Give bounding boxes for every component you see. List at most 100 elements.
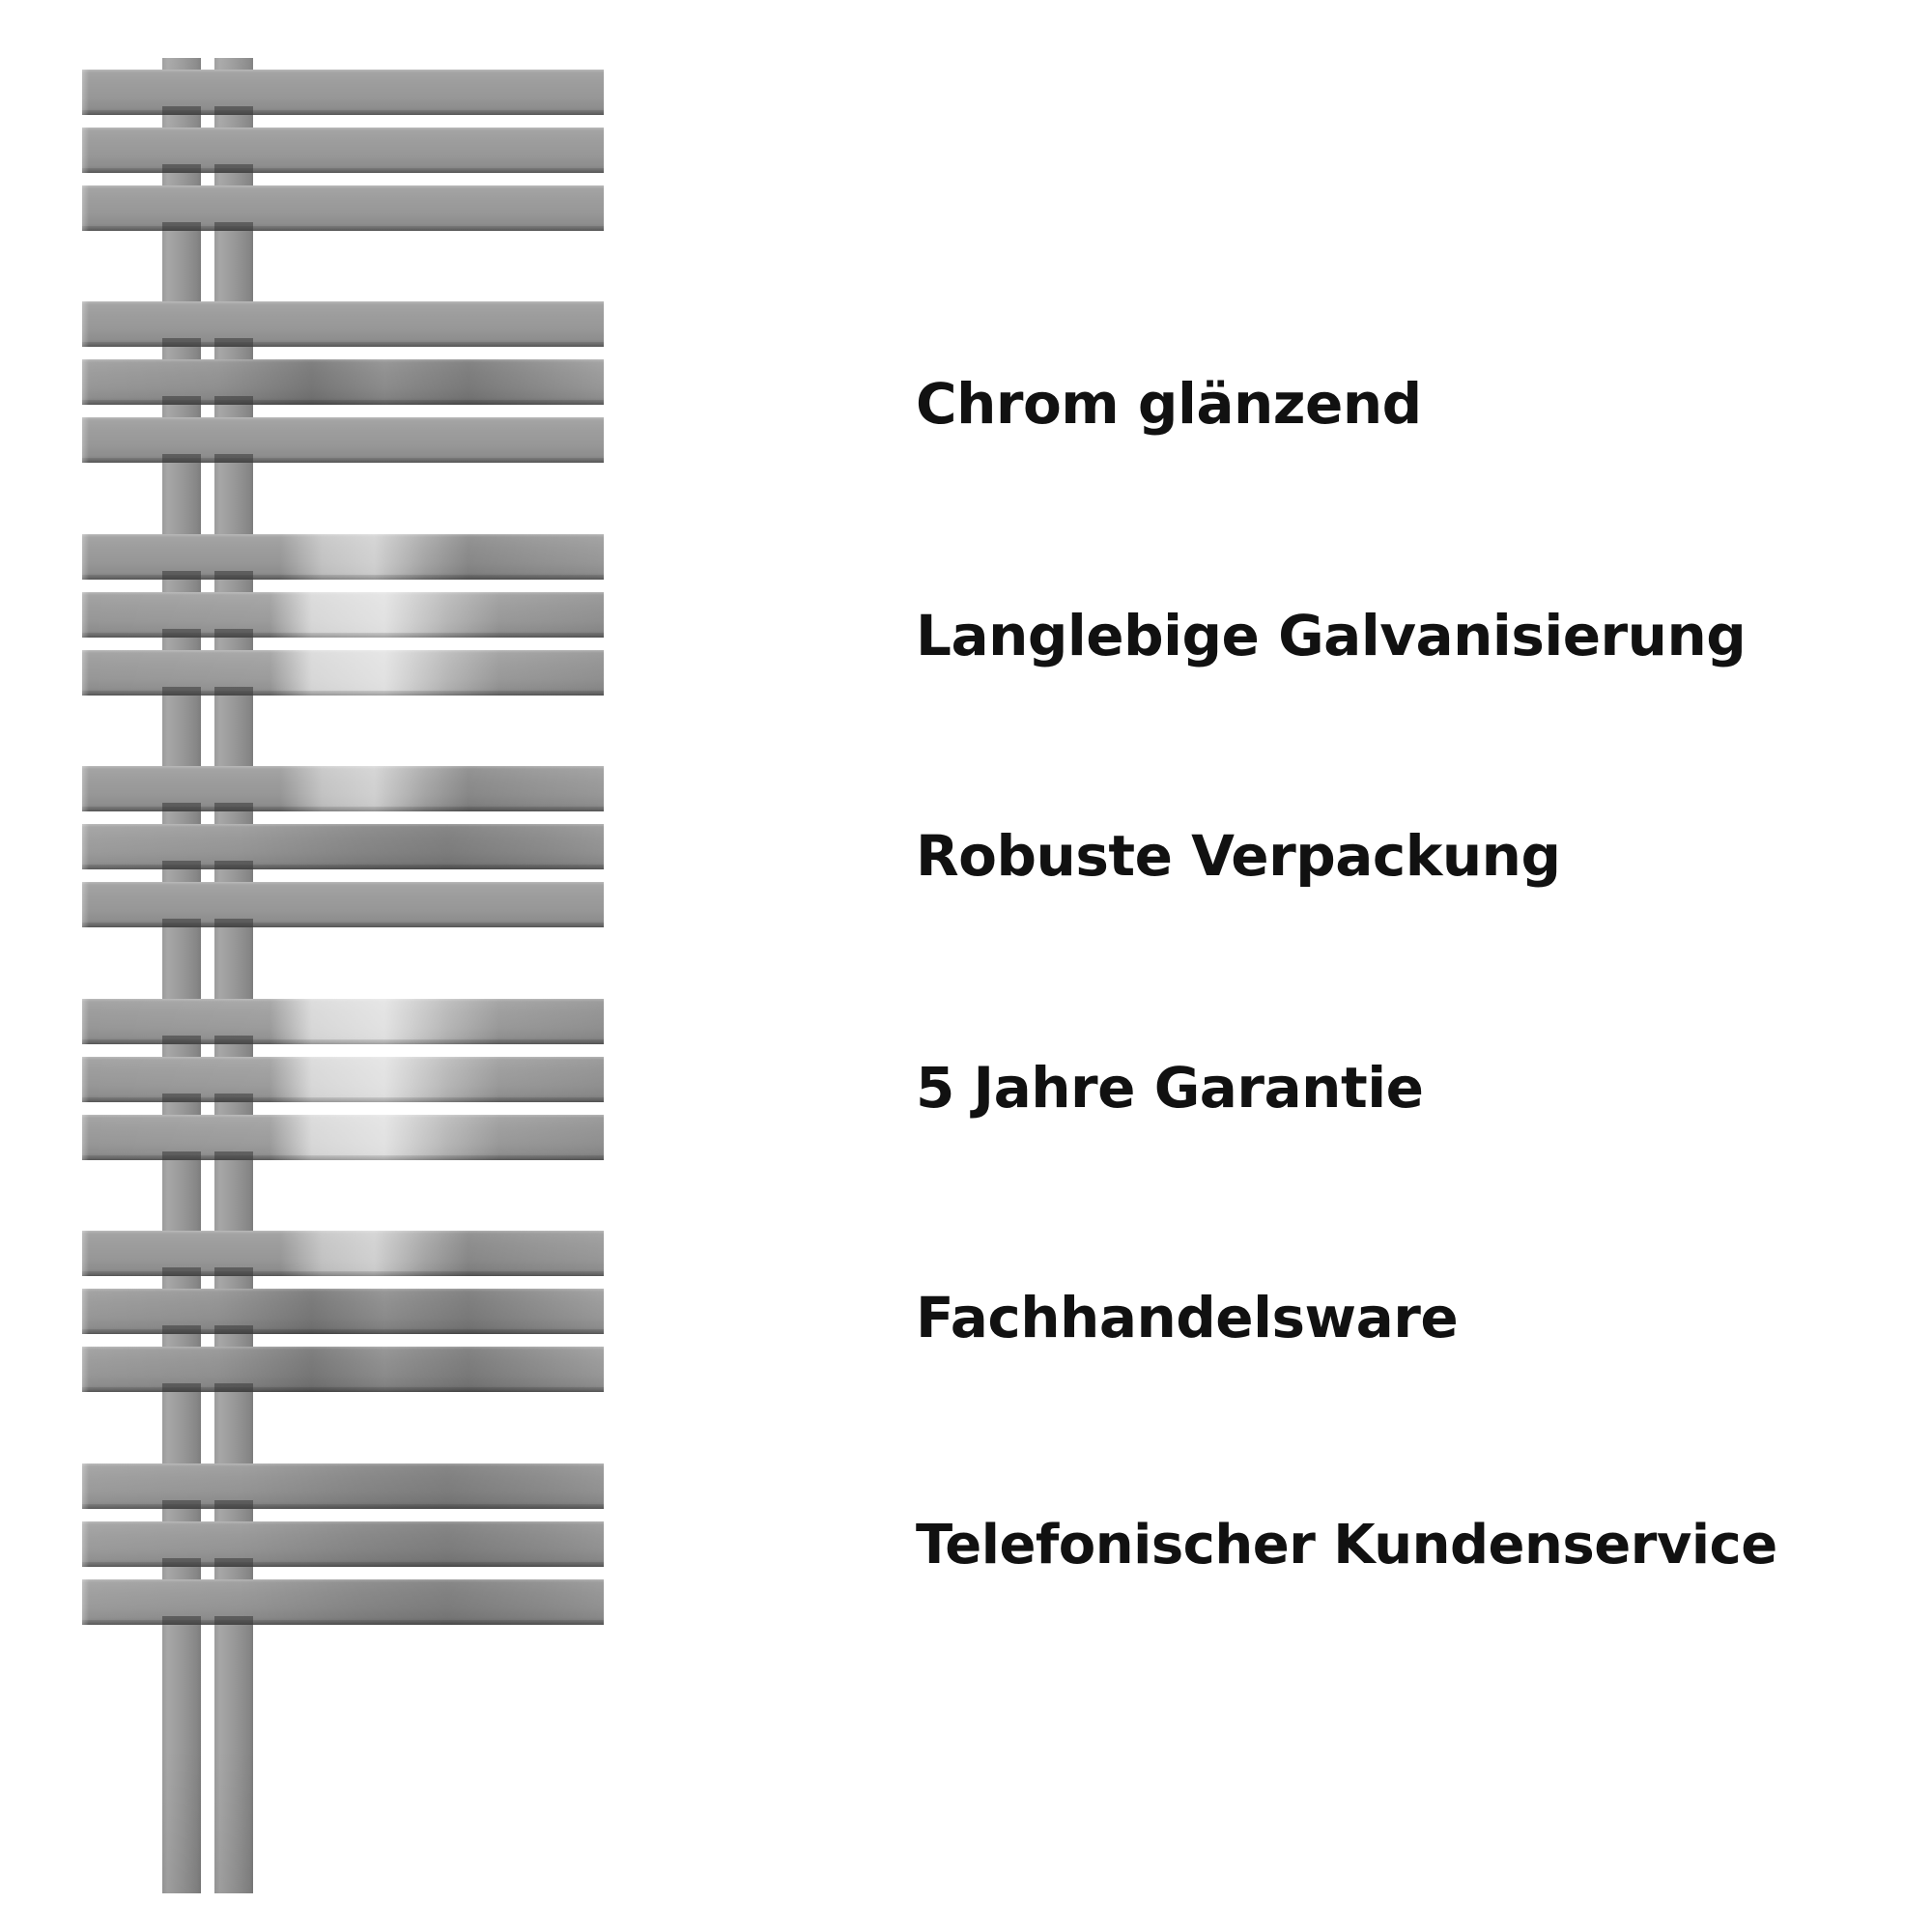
radiator-bar-rail-joint bbox=[162, 1094, 201, 1102]
radiator-bar-left-edge bbox=[82, 301, 89, 347]
radiator-bar-bottom-edge bbox=[82, 1620, 604, 1625]
radiator-bar-top-edge bbox=[82, 534, 604, 537]
radiator-bar-rail-joint bbox=[162, 1500, 201, 1509]
radiator-bar-rail-joint bbox=[162, 1267, 201, 1276]
radiator-bar-left-edge bbox=[82, 1231, 89, 1276]
radiator-bar-rail-joint bbox=[162, 861, 201, 869]
radiator-bar-reflection bbox=[82, 1579, 604, 1625]
radiator-bar-bottom-edge bbox=[82, 1329, 604, 1334]
radiator-bar-reflection bbox=[82, 1057, 604, 1102]
radiator-bar-reflection bbox=[82, 766, 604, 811]
radiator-bar-rail-joint bbox=[214, 1616, 253, 1625]
radiator-bar-rail-joint bbox=[214, 1267, 253, 1276]
radiator-bar-rail-joint bbox=[162, 919, 201, 927]
radiator-bar-reflection bbox=[82, 650, 604, 696]
radiator-bar bbox=[82, 1231, 604, 1276]
radiator-bar bbox=[82, 70, 604, 115]
radiator-bar-rail-joint bbox=[214, 1500, 253, 1509]
radiator-bar-reflection bbox=[82, 824, 604, 869]
radiator-bar-rail-joint bbox=[214, 1151, 253, 1160]
radiator-bar-rail-joint bbox=[162, 106, 201, 115]
radiator-bar-bottom-edge bbox=[82, 807, 604, 811]
radiator-bar-rail-joint bbox=[214, 1094, 253, 1102]
radiator-bar-reflection bbox=[82, 534, 604, 580]
radiator-bar-left-edge bbox=[82, 592, 89, 638]
radiator-bar-left-edge bbox=[82, 882, 89, 927]
radiator-bar-rail-joint bbox=[162, 222, 201, 231]
radiator-bar-top-edge bbox=[82, 1463, 604, 1466]
radiator-bar-reflection bbox=[82, 1463, 604, 1509]
radiator-bar-rail-joint bbox=[214, 106, 253, 115]
feature-item-fachhandelsware: Fachhandelsware bbox=[916, 1285, 1459, 1350]
radiator-bar-left-edge bbox=[82, 1057, 89, 1102]
radiator-bar-top-edge bbox=[82, 185, 604, 188]
radiator-bar bbox=[82, 1463, 604, 1509]
radiator-bar-rail-joint bbox=[214, 164, 253, 173]
radiator-bar-rail-joint bbox=[162, 629, 201, 638]
radiator-bar-top-edge bbox=[82, 70, 604, 72]
radiator-illustration bbox=[82, 58, 609, 1893]
radiator-bar bbox=[82, 650, 604, 696]
radiator-bar-left-edge bbox=[82, 1521, 89, 1567]
radiator-bar-reflection bbox=[82, 1347, 604, 1392]
radiator-bar-left-edge bbox=[82, 824, 89, 869]
radiator-bar bbox=[82, 1521, 604, 1567]
radiator-bar-left-edge bbox=[82, 534, 89, 580]
radiator-bar bbox=[82, 1057, 604, 1102]
radiator-bar-left-edge bbox=[82, 650, 89, 696]
radiator-bar-top-edge bbox=[82, 1231, 604, 1234]
radiator-bar-rail-joint bbox=[214, 454, 253, 463]
radiator-bar-rail-joint bbox=[162, 1151, 201, 1160]
radiator-bar-reflection bbox=[82, 1521, 604, 1567]
feature-item-langlebige-galvanisierung: Langlebige Galvanisierung bbox=[916, 603, 1747, 668]
radiator-bar-left-edge bbox=[82, 128, 89, 173]
radiator-bar-bottom-edge bbox=[82, 575, 604, 580]
radiator-bar-bottom-edge bbox=[82, 691, 604, 696]
radiator-bar-top-edge bbox=[82, 1521, 604, 1524]
radiator-bar-left-edge bbox=[82, 1347, 89, 1392]
radiator-bar bbox=[82, 999, 604, 1044]
radiator-bar-left-edge bbox=[82, 1579, 89, 1625]
radiator-bar-top-edge bbox=[82, 1347, 604, 1350]
radiator-bar bbox=[82, 1115, 604, 1160]
radiator-bar-rail-joint bbox=[214, 396, 253, 405]
radiator-bar bbox=[82, 128, 604, 173]
radiator-bar-rail-joint bbox=[162, 803, 201, 811]
radiator-bar-reflection bbox=[82, 1115, 604, 1160]
radiator-bar bbox=[82, 417, 604, 463]
radiator-bar-top-edge bbox=[82, 128, 604, 130]
radiator-bar bbox=[82, 1289, 604, 1334]
radiator-bar-bottom-edge bbox=[82, 1039, 604, 1044]
radiator-bar bbox=[82, 824, 604, 869]
radiator-bar-bottom-edge bbox=[82, 400, 604, 405]
radiator-bar bbox=[82, 301, 604, 347]
radiator-bar bbox=[82, 592, 604, 638]
radiator-bar-reflection bbox=[82, 1289, 604, 1334]
feature-item-telefonischer-kundenservice: Telefonischer Kundenservice bbox=[916, 1514, 1777, 1577]
radiator-bar-rail-joint bbox=[162, 1383, 201, 1392]
radiator-bar bbox=[82, 882, 604, 927]
radiator-bar-bottom-edge bbox=[82, 458, 604, 463]
radiator-bar-rail-joint bbox=[162, 1558, 201, 1567]
radiator-bar-top-edge bbox=[82, 592, 604, 595]
radiator-bar-rail-joint bbox=[214, 1036, 253, 1044]
radiator-bar-rail-joint bbox=[162, 454, 201, 463]
radiator-bar-left-edge bbox=[82, 417, 89, 463]
radiator-bar-rail-joint bbox=[214, 861, 253, 869]
radiator-bar-top-edge bbox=[82, 882, 604, 885]
radiator-bar-bottom-edge bbox=[82, 1562, 604, 1567]
radiator-bar-rail-joint bbox=[214, 687, 253, 696]
radiator-bar-top-edge bbox=[82, 1115, 604, 1118]
radiator-bar-left-edge bbox=[82, 70, 89, 115]
feature-item-fuenf-jahre-garantie: 5 Jahre Garantie bbox=[916, 1055, 1424, 1121]
radiator-bar-left-edge bbox=[82, 766, 89, 811]
radiator-bar-bottom-edge bbox=[82, 865, 604, 869]
radiator-bar-bottom-edge bbox=[82, 1097, 604, 1102]
radiator-bar-rail-joint bbox=[162, 687, 201, 696]
radiator-bar-top-edge bbox=[82, 359, 604, 362]
radiator-bar-top-edge bbox=[82, 766, 604, 769]
radiator-bar-bottom-edge bbox=[82, 1271, 604, 1276]
radiator-bar-rail-joint bbox=[162, 164, 201, 173]
radiator-bar-left-edge bbox=[82, 1463, 89, 1509]
radiator-bar bbox=[82, 1579, 604, 1625]
